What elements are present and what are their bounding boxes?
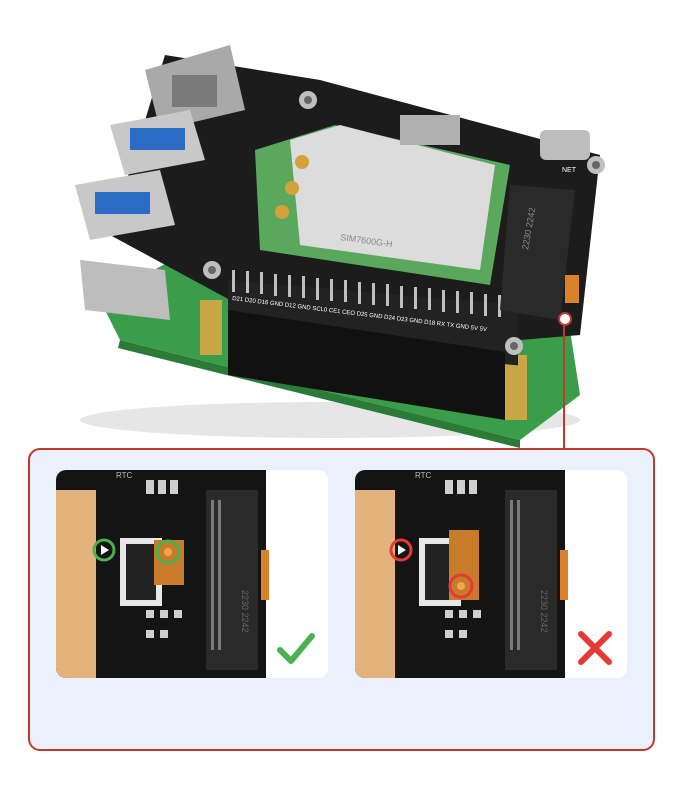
detail-comparison-box: RTC 2230 2242: [28, 448, 655, 751]
svg-text:2230 2242: 2230 2242: [240, 590, 250, 633]
incorrect-connector-closeup: RTC 2230 2242: [355, 470, 627, 678]
check-icon: [277, 633, 315, 664]
incorrect-install-panel: RTC 2230 2242: [355, 470, 627, 678]
svg-text:RTC: RTC: [415, 471, 432, 480]
incorrect-marker-right: [448, 573, 474, 599]
correct-install-panel: RTC 2230 2242: [56, 470, 328, 678]
callout-marker: [558, 312, 572, 326]
svg-text:NET: NET: [562, 167, 577, 174]
svg-text:2230 2242: 2230 2242: [539, 590, 549, 633]
board-drawing: USB SIM7600G-H 2230 2242 D21 D20 D1: [75, 45, 605, 448]
usb-label: USB: [92, 250, 113, 261]
correct-connector-closeup: RTC 2230 2242: [56, 470, 328, 678]
correct-marker-right: [155, 539, 181, 565]
usb-c-port: [540, 130, 590, 160]
sim-slot: [400, 115, 460, 145]
callout-line: [563, 318, 565, 450]
sim7600-module: [290, 125, 495, 270]
m2-slot: [500, 185, 575, 320]
incorrect-marker-left: [389, 538, 413, 562]
cross-icon: [578, 631, 612, 665]
hat-board-image: USB SIM7600G-H 2230 2242 D21 D20 D1: [75, 45, 605, 448]
svg-text:RTC: RTC: [116, 471, 133, 480]
correct-marker-left: [92, 538, 116, 562]
